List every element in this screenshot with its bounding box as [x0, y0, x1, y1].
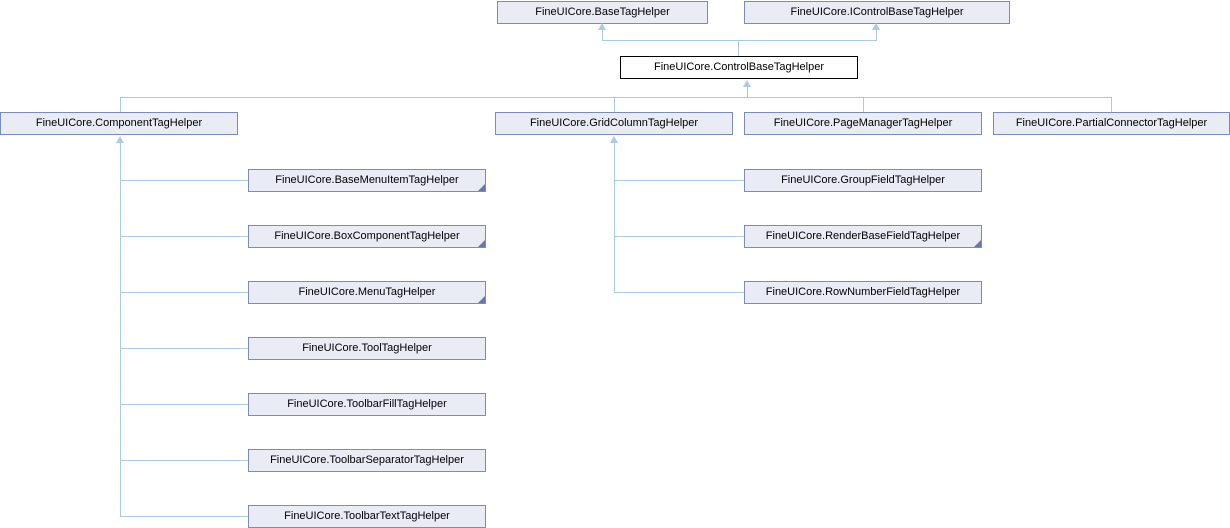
class-box-toolbar-separator-tag-helper[interactable]: FineUICore.ToolbarSeparatorTagHelper [248, 449, 486, 472]
class-box-grid-column-tag-helper[interactable]: FineUICore.GridColumnTagHelper [495, 112, 733, 135]
inheritance-edge [120, 143, 121, 517]
inheritance-edge [863, 97, 864, 112]
inheritance-arrow-icon [743, 80, 751, 87]
inheritance-edge [120, 404, 248, 405]
more-subclasses-icon [478, 240, 485, 247]
class-box-base-tag-helper[interactable]: FineUICore.BaseTagHelper [497, 1, 708, 24]
inheritance-edge [614, 236, 744, 237]
inheritance-edge [1111, 97, 1112, 112]
class-box-label: FineUICore.BoxComponentTagHelper [274, 230, 460, 242]
class-box-toolbar-fill-tag-helper[interactable]: FineUICore.ToolbarFillTagHelper [248, 393, 486, 416]
class-box-component-tag-helper[interactable]: FineUICore.ComponentTagHelper [0, 112, 238, 135]
class-box-label: FineUICore.RenderBaseFieldTagHelper [765, 230, 961, 242]
more-subclasses-icon [478, 184, 485, 191]
inheritance-edge [120, 97, 121, 112]
inheritance-edge [614, 180, 744, 181]
inheritance-edge [120, 97, 1112, 98]
inheritance-edge [120, 460, 248, 461]
class-box-partial-connector-tag-helper[interactable]: FineUICore.PartialConnectorTagHelper [993, 112, 1230, 135]
inheritance-arrow-icon [872, 23, 880, 30]
class-box-tool-tag-helper[interactable]: FineUICore.ToolTagHelper [248, 337, 486, 360]
class-box-icontrol-base-tag-helper[interactable]: FineUICore.IControlBaseTagHelper [744, 1, 1010, 24]
inheritance-edge [120, 180, 248, 181]
inheritance-arrow-icon [610, 136, 618, 143]
class-box-row-number-field-tag-helper[interactable]: FineUICore.RowNumberFieldTagHelper [744, 281, 982, 304]
inheritance-edge [747, 87, 748, 97]
inheritance-arrow-icon [116, 136, 124, 143]
class-box-box-component-tag-helper[interactable]: FineUICore.BoxComponentTagHelper [248, 225, 486, 248]
inheritance-edge [738, 40, 739, 56]
class-box-menu-tag-helper[interactable]: FineUICore.MenuTagHelper [248, 281, 486, 304]
class-box-page-manager-tag-helper[interactable]: FineUICore.PageManagerTagHelper [744, 112, 982, 135]
inheritance-edge [876, 30, 877, 40]
inheritance-edge [614, 292, 744, 293]
class-box-control-base-tag-helper-current: FineUICore.ControlBaseTagHelper [620, 56, 858, 79]
class-box-label: FineUICore.BaseMenuItemTagHelper [275, 174, 459, 186]
inheritance-arrow-icon [598, 23, 606, 30]
class-box-label: FineUICore.MenuTagHelper [298, 286, 436, 298]
inheritance-edge [120, 236, 248, 237]
more-subclasses-icon [974, 240, 981, 247]
inheritance-edge [602, 40, 877, 41]
more-subclasses-icon [478, 296, 485, 303]
inheritance-edge [602, 30, 603, 40]
inheritance-edge [614, 143, 615, 293]
class-box-toolbar-text-tag-helper[interactable]: FineUICore.ToolbarTextTagHelper [248, 505, 486, 528]
inheritance-edge [614, 97, 615, 112]
inheritance-edge [120, 292, 248, 293]
class-box-render-base-field-tag-helper[interactable]: FineUICore.RenderBaseFieldTagHelper [744, 225, 982, 248]
inheritance-edge [120, 516, 248, 517]
class-box-group-field-tag-helper[interactable]: FineUICore.GroupFieldTagHelper [744, 169, 982, 192]
inheritance-edge [120, 348, 248, 349]
class-box-base-menu-item-tag-helper[interactable]: FineUICore.BaseMenuItemTagHelper [248, 169, 486, 192]
